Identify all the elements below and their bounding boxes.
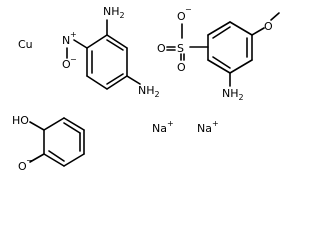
ring-bond <box>106 34 128 49</box>
o-charge: − <box>70 55 77 64</box>
n-charge: + <box>70 30 77 39</box>
chemical-structure-drawing: Cu NH2 N + O − NH2 <box>12 5 280 173</box>
ring-bond <box>63 153 85 167</box>
ring-double-bond <box>63 122 81 134</box>
ring-double-bond <box>106 73 124 85</box>
sulfonate-o-charge: − <box>185 5 192 14</box>
sulfonate-o-top-label: O <box>177 10 186 23</box>
chemical-structure-canvas: Cu NH2 N + O − NH2 <box>12 5 280 173</box>
sodium-ion-1-symbol: Na <box>152 122 167 135</box>
sulfur-label: S <box>177 42 184 55</box>
ring-bond <box>207 21 231 36</box>
ring-bond <box>106 75 128 90</box>
phenoxide-o-label: O <box>18 160 27 173</box>
ring-bond <box>207 59 231 74</box>
phenoxide-o-charge: − <box>26 156 33 165</box>
sulfonate-o-left-label: O <box>157 42 166 55</box>
oxide-bond <box>29 153 45 163</box>
aminomethoxybenzenesulfonate-fragment: O − S O O O NH2 <box>157 5 280 102</box>
ring-bond <box>63 117 85 131</box>
nitrobenzenediamine-fragment: NH2 N + O − NH2 <box>62 5 160 99</box>
sodium-ion-2-charge: + <box>212 119 219 128</box>
ring-bond <box>86 75 108 90</box>
ring-bond <box>86 34 108 49</box>
ring-double-bond <box>48 150 65 162</box>
amine-bottom-label: NH2 <box>138 84 160 99</box>
ring-bond <box>43 153 65 167</box>
methyl-bond <box>270 12 280 21</box>
sodium-ion-1-charge: + <box>167 119 174 128</box>
nitro-n-label: N <box>62 34 70 47</box>
methoxy-bond <box>251 27 265 36</box>
amine-top-label: NH2 <box>103 5 125 20</box>
ring-bond <box>229 21 253 36</box>
ring-bond <box>229 59 253 74</box>
amine-bond <box>126 75 141 85</box>
hydroxyl-label: HO <box>12 114 29 127</box>
nitro-o-label: O <box>62 58 71 71</box>
sulfonate-amine-label: NH2 <box>222 87 244 102</box>
hydroxyphenoxide-fragment: HO O − <box>12 114 85 173</box>
copper-label: Cu <box>18 38 33 51</box>
methoxy-o-label: O <box>264 20 273 33</box>
sodium-ion-2-symbol: Na <box>197 122 212 135</box>
ring-double-bond <box>106 39 124 51</box>
ring-double-bond <box>212 56 231 69</box>
ring-double-bond <box>212 26 231 39</box>
sulfonate-o-bottom-label: O <box>177 61 186 74</box>
hydroxyl-bond <box>29 121 45 131</box>
nitro-bond <box>73 39 88 49</box>
ring-bond <box>43 117 65 131</box>
